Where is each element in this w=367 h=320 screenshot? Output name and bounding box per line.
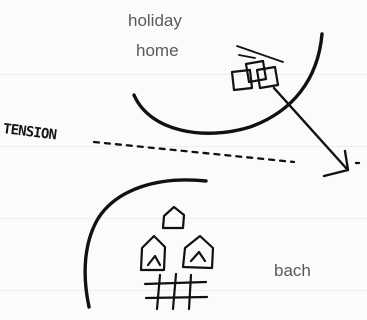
arrow-icon bbox=[274, 88, 348, 176]
holiday-home-label-line-2: home bbox=[136, 40, 179, 61]
tension-dashed-line bbox=[94, 142, 294, 162]
bach-houses-icon bbox=[141, 207, 213, 270]
holiday-home-label-line-1: holiday bbox=[128, 10, 182, 31]
bach-label: bach bbox=[274, 260, 311, 281]
bach-grid-icon bbox=[145, 274, 207, 309]
holiday-home-buildings-icon bbox=[232, 46, 283, 90]
